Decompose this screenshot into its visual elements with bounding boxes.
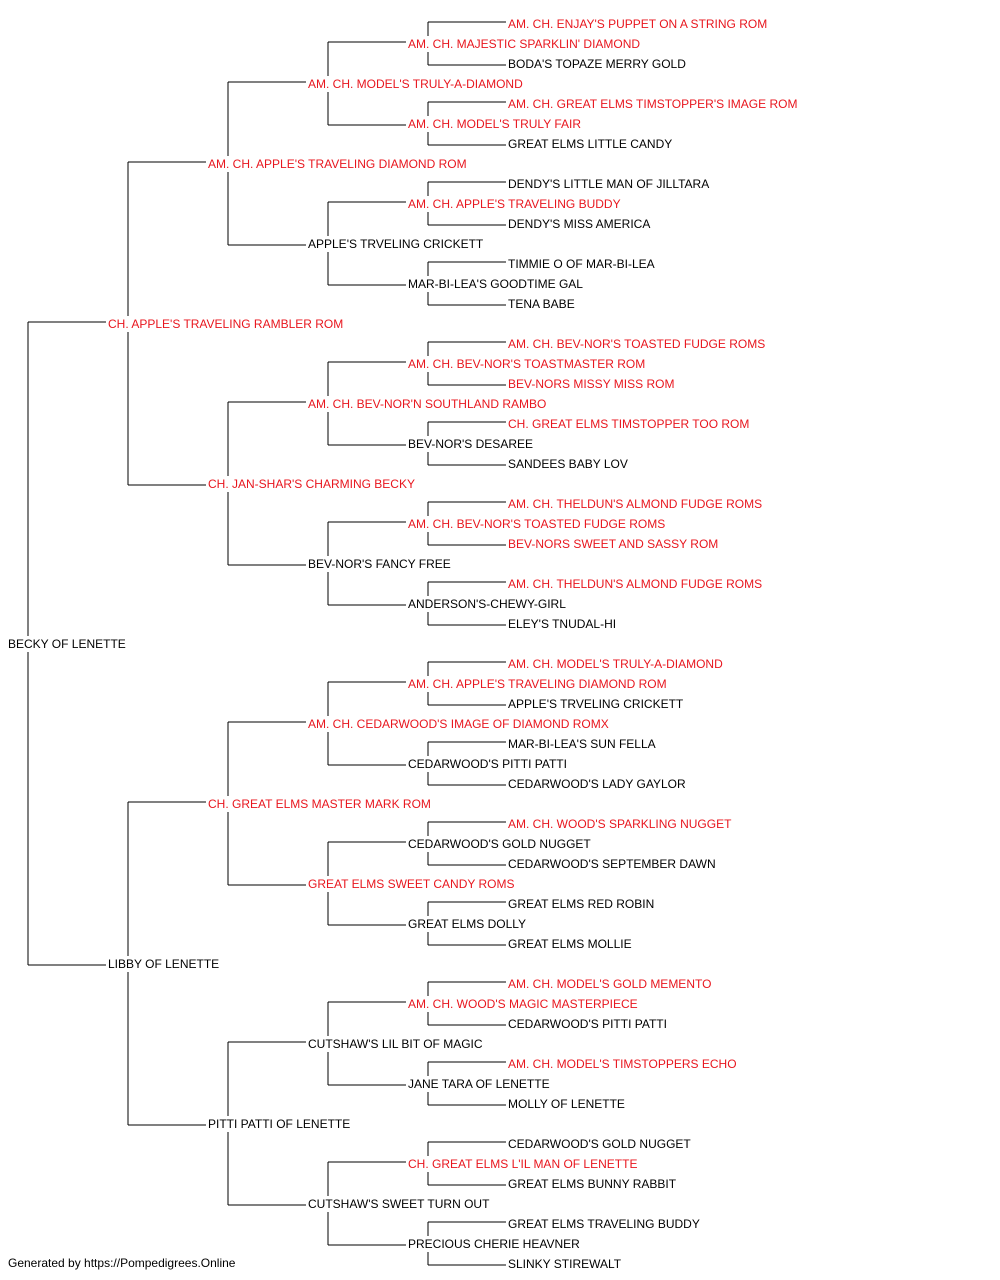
dog-name-gen5: DENDY'S MISS AMERICA: [508, 217, 650, 231]
dog-name-gen3: CUTSHAW'S LIL BIT OF MAGIC: [308, 1037, 483, 1051]
dog-name-gen4: MAR-BI-LEA'S GOODTIME GAL: [408, 277, 583, 291]
dog-name-gen5: GREAT ELMS LITTLE CANDY: [508, 137, 672, 151]
dog-name-gen5: AM. CH. THELDUN'S ALMOND FUDGE ROMS: [508, 497, 762, 511]
dog-name-gen5: AM. CH. MODEL'S TIMSTOPPERS ECHO: [508, 1057, 737, 1071]
dog-name-gen5: AM. CH. MODEL'S GOLD MEMENTO: [508, 977, 711, 991]
dog-name-gen3: AM. CH. BEV-NOR'N SOUTHLAND RAMBO: [308, 397, 546, 411]
dog-name-gen4: ANDERSON'S-CHEWY-GIRL: [408, 597, 566, 611]
footer-credit: Generated by https://Pompedigrees.Online: [8, 1256, 236, 1270]
dog-name-gen3: AM. CH. CEDARWOOD'S IMAGE OF DIAMOND ROM…: [308, 717, 609, 731]
dog-name-gen4: CH. GREAT ELMS L'IL MAN OF LENETTE: [408, 1157, 637, 1171]
dog-name-gen4: CEDARWOOD'S GOLD NUGGET: [408, 837, 591, 851]
dog-name-gen4: AM. CH. MODEL'S TRULY FAIR: [408, 117, 581, 131]
dog-name-gen4: PRECIOUS CHERIE HEAVNER: [408, 1237, 580, 1251]
pedigree-connector-lines: [27, 21, 506, 1266]
dog-name-gen5: GREAT ELMS MOLLIE: [508, 937, 632, 951]
dog-name-gen4: CEDARWOOD'S PITTI PATTI: [408, 757, 567, 771]
dog-name-gen3: APPLE'S TRVELING CRICKETT: [308, 237, 484, 251]
dog-name-gen3: CUTSHAW'S SWEET TURN OUT: [308, 1197, 490, 1211]
dog-name-gen4: AM. CH. APPLE'S TRAVELING DIAMOND ROM: [408, 677, 667, 691]
dog-name-gen3: BEV-NOR'S FANCY FREE: [308, 557, 451, 571]
dog-name-gen5: AM. CH. GREAT ELMS TIMSTOPPER'S IMAGE RO…: [508, 97, 797, 111]
dog-name-gen5: GREAT ELMS TRAVELING BUDDY: [508, 1217, 700, 1231]
dog-name-gen5: BEV-NORS SWEET AND SASSY ROM: [508, 537, 718, 551]
dog-name-gen4: AM. CH. BEV-NOR'S TOASTED FUDGE ROMS: [408, 517, 665, 531]
dog-name-gen5: AM. CH. WOOD'S SPARKLING NUGGET: [508, 817, 732, 831]
dog-name-gen4: AM. CH. APPLE'S TRAVELING BUDDY: [408, 197, 621, 211]
dog-name-gen5: SANDEES BABY LOV: [508, 457, 628, 471]
dog-name-gen5: TIMMIE O OF MAR-BI-LEA: [508, 257, 655, 271]
dog-name-gen1: LIBBY OF LENETTE: [108, 957, 219, 971]
dog-name-gen5: APPLE'S TRVELING CRICKETT: [508, 697, 684, 711]
pedigree-labels: BECKY OF LENETTE CH. APPLE'S TRAVELING RA…: [8, 17, 797, 1271]
dog-name-gen5: MAR-BI-LEA'S SUN FELLA: [508, 737, 656, 751]
dog-name-gen5: TENA BABE: [508, 297, 575, 311]
dog-name-gen5: SLINKY STIREWALT: [508, 1257, 622, 1271]
dog-name-gen5: CH. GREAT ELMS TIMSTOPPER TOO ROM: [508, 417, 749, 431]
dog-name-gen4: JANE TARA OF LENETTE: [408, 1077, 550, 1091]
dog-name-gen4: BEV-NOR'S DESAREE: [408, 437, 533, 451]
dog-name-gen5: AM. CH. MODEL'S TRULY-A-DIAMOND: [508, 657, 723, 671]
dog-name-gen5: GREAT ELMS RED ROBIN: [508, 897, 654, 911]
dog-name-gen4: GREAT ELMS DOLLY: [408, 917, 526, 931]
dog-name-gen5: CEDARWOOD'S PITTI PATTI: [508, 1017, 667, 1031]
dog-name-gen2: CH. GREAT ELMS MASTER MARK ROM: [208, 797, 431, 811]
dog-name-gen2: AM. CH. APPLE'S TRAVELING DIAMOND ROM: [208, 157, 467, 171]
dog-name-gen4: AM. CH. WOOD'S MAGIC MASTERPIECE: [408, 997, 638, 1011]
dog-name-gen5: GREAT ELMS BUNNY RABBIT: [508, 1177, 677, 1191]
dog-name-gen5: MOLLY OF LENETTE: [508, 1097, 625, 1111]
dog-name-gen5: CEDARWOOD'S SEPTEMBER DAWN: [508, 857, 716, 871]
dog-name-gen5: AM. CH. THELDUN'S ALMOND FUDGE ROMS: [508, 577, 762, 591]
dog-name-gen5: AM. CH. ENJAY'S PUPPET ON A STRING ROM: [508, 17, 767, 31]
dog-name-gen4: AM. CH. MAJESTIC SPARKLIN' DIAMOND: [408, 37, 640, 51]
dog-name-gen5: CEDARWOOD'S GOLD NUGGET: [508, 1137, 691, 1151]
dog-name-gen1: CH. APPLE'S TRAVELING RAMBLER ROM: [108, 317, 343, 331]
dog-name-gen5: ELEY'S TNUDAL-HI: [508, 617, 616, 631]
dog-name-gen5: AM. CH. BEV-NOR'S TOASTED FUDGE ROMS: [508, 337, 765, 351]
dog-name-gen4: AM. CH. BEV-NOR'S TOASTMASTER ROM: [408, 357, 645, 371]
dog-name-gen5: CEDARWOOD'S LADY GAYLOR: [508, 777, 686, 791]
dog-name-gen2: PITTI PATTI OF LENETTE: [208, 1117, 350, 1131]
dog-name-gen2: CH. JAN-SHAR'S CHARMING BECKY: [208, 477, 415, 491]
dog-name-gen5: BEV-NORS MISSY MISS ROM: [508, 377, 674, 391]
dog-name-gen5: BODA'S TOPAZE MERRY GOLD: [508, 57, 686, 71]
dog-name-gen5: DENDY'S LITTLE MAN OF JILLTARA: [508, 177, 709, 191]
dog-name-gen3: GREAT ELMS SWEET CANDY ROMS: [308, 877, 514, 891]
dog-name-gen0: BECKY OF LENETTE: [8, 637, 126, 651]
dog-name-gen3: AM. CH. MODEL'S TRULY-A-DIAMOND: [308, 77, 523, 91]
